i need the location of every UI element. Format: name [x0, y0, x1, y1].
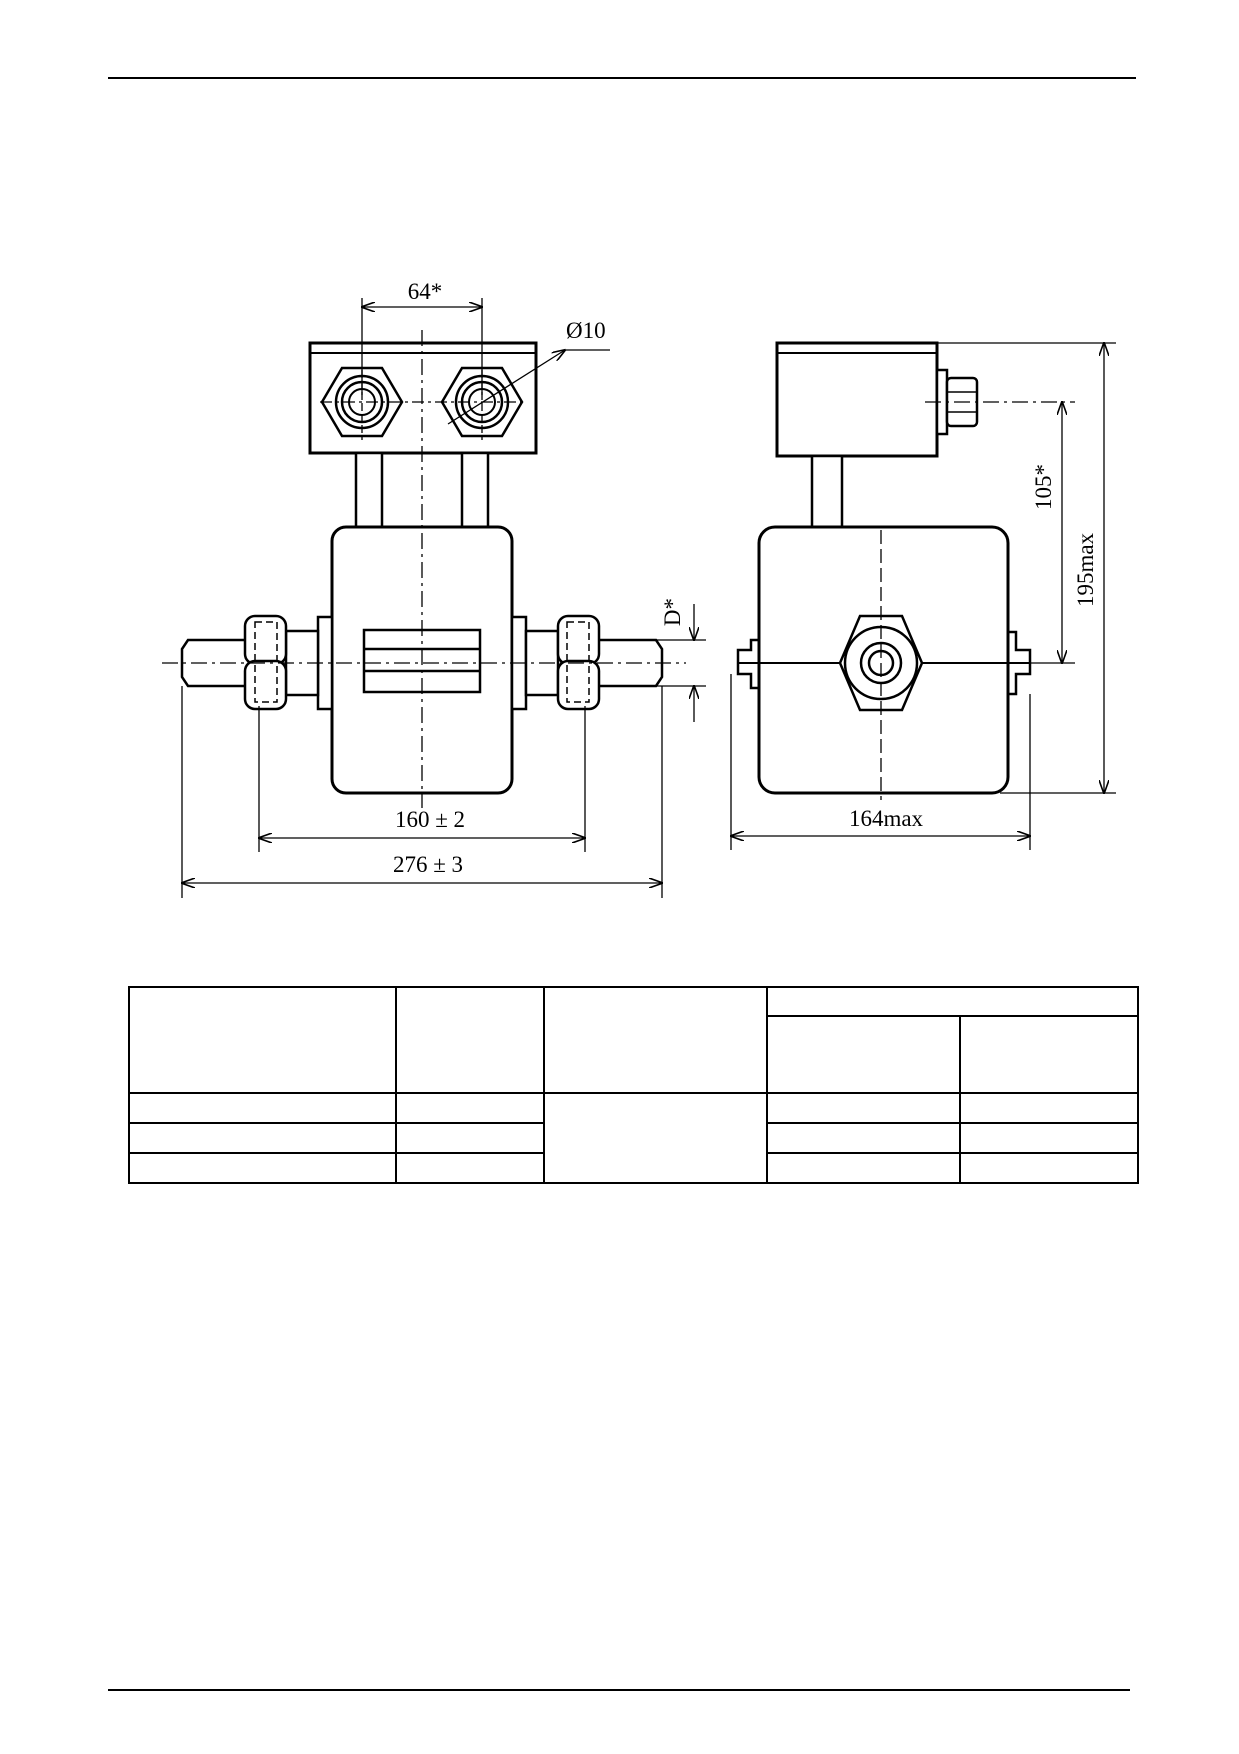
right-nut-upper — [556, 614, 601, 666]
table-cell — [128, 1122, 397, 1154]
header-subcell-2 — [959, 1015, 1139, 1094]
table-cell — [395, 1092, 545, 1124]
table-row — [128, 1122, 1139, 1154]
table-cell — [395, 1122, 545, 1154]
axis-height-label: 105* — [1031, 464, 1056, 510]
side-terminal-box — [775, 341, 939, 458]
table-cell — [128, 1152, 397, 1184]
table-cell — [766, 1122, 961, 1154]
terminal-box — [308, 341, 538, 455]
table-cell — [959, 1122, 1139, 1154]
max-width-label: 164max — [849, 806, 924, 831]
table-cell — [959, 1152, 1139, 1184]
table-row — [128, 1152, 1139, 1184]
left-nut-lower — [243, 659, 288, 711]
footer-rule — [108, 1689, 1130, 1691]
header-cell-3 — [543, 986, 768, 1094]
side-post — [810, 454, 844, 529]
header-subcell-1 — [766, 1015, 961, 1094]
table-row — [128, 1092, 1139, 1184]
front-view — [162, 298, 706, 898]
specification-table — [128, 986, 1139, 1184]
max-height-label: 195max — [1073, 532, 1098, 607]
header-cell-2 — [395, 986, 545, 1094]
pitch-label: 64* — [408, 279, 443, 304]
table-cell — [395, 1152, 545, 1184]
header-cell-1 — [128, 986, 397, 1094]
header-rule — [108, 77, 1136, 79]
table-cell — [959, 1092, 1139, 1124]
overall-length-label: 276 ± 3 — [393, 852, 463, 877]
table-cell — [128, 1092, 397, 1124]
left-nut-upper — [243, 614, 288, 666]
right-post — [460, 451, 490, 529]
left-cable-gland — [320, 366, 404, 438]
side-view — [731, 341, 1116, 850]
hole-diameter-label: Ø10 — [566, 318, 606, 343]
hole-leader-line — [447, 350, 565, 425]
left-pipe-end — [180, 638, 245, 688]
table-cell — [766, 1152, 961, 1184]
flange-length-label: 160 ± 2 — [395, 807, 465, 832]
nominal-diameter-label: D* — [660, 598, 685, 626]
left-post — [354, 451, 384, 529]
table-cell-merged — [543, 1092, 768, 1184]
dimensional-drawing: 64* Ø10 160 ± 2 276 ± 3 164max D* 105* 1… — [162, 279, 1116, 898]
header-cell-group — [766, 986, 1139, 1017]
table-cell — [766, 1092, 961, 1124]
